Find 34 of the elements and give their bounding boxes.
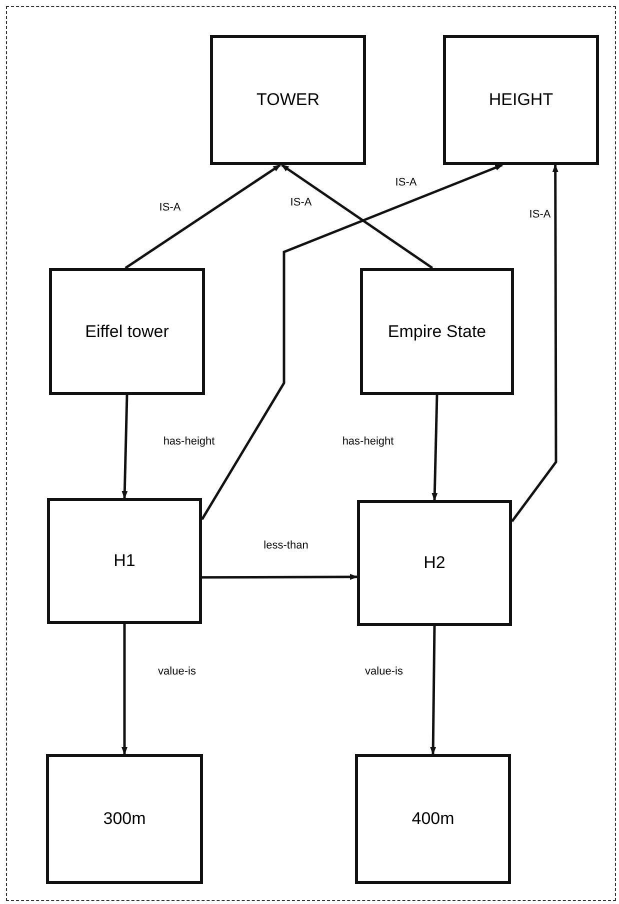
concept-box xyxy=(49,268,205,395)
node-label: TOWER xyxy=(256,89,320,112)
concept-box xyxy=(355,754,511,884)
concept-box xyxy=(443,35,599,165)
edge-label: IS-A xyxy=(528,210,552,220)
concept-box xyxy=(357,500,512,626)
concept-box xyxy=(47,498,202,624)
node-label: HEIGHT xyxy=(488,89,554,112)
edge-label: IS-A xyxy=(394,178,418,188)
arrow xyxy=(124,164,282,270)
concept-box xyxy=(46,754,203,884)
arrow xyxy=(430,626,436,755)
arrow xyxy=(511,164,558,522)
arrow xyxy=(280,164,434,270)
node-label: H2 xyxy=(424,552,446,574)
node-label: Eiffel tower xyxy=(85,320,169,343)
arrow xyxy=(122,624,128,755)
edge-label: less-than xyxy=(262,540,310,552)
arrow xyxy=(432,394,438,501)
arrow xyxy=(122,394,128,499)
edge-label: has-height xyxy=(162,436,216,448)
edge-label: value-is xyxy=(364,666,404,678)
edge-label: IS-A xyxy=(158,202,182,214)
node-label: H1 xyxy=(114,550,136,572)
node-label: 300m xyxy=(103,808,146,830)
edge-label: has-height xyxy=(341,436,395,448)
concept-box xyxy=(210,35,366,165)
edge-label: IS-A xyxy=(289,198,313,208)
node-label: Empire State xyxy=(388,320,486,343)
arrow xyxy=(200,164,504,520)
arrow xyxy=(202,574,358,580)
node-label: 400m xyxy=(412,808,454,830)
edge-label: value-is xyxy=(157,666,197,678)
concept-box xyxy=(360,268,514,395)
